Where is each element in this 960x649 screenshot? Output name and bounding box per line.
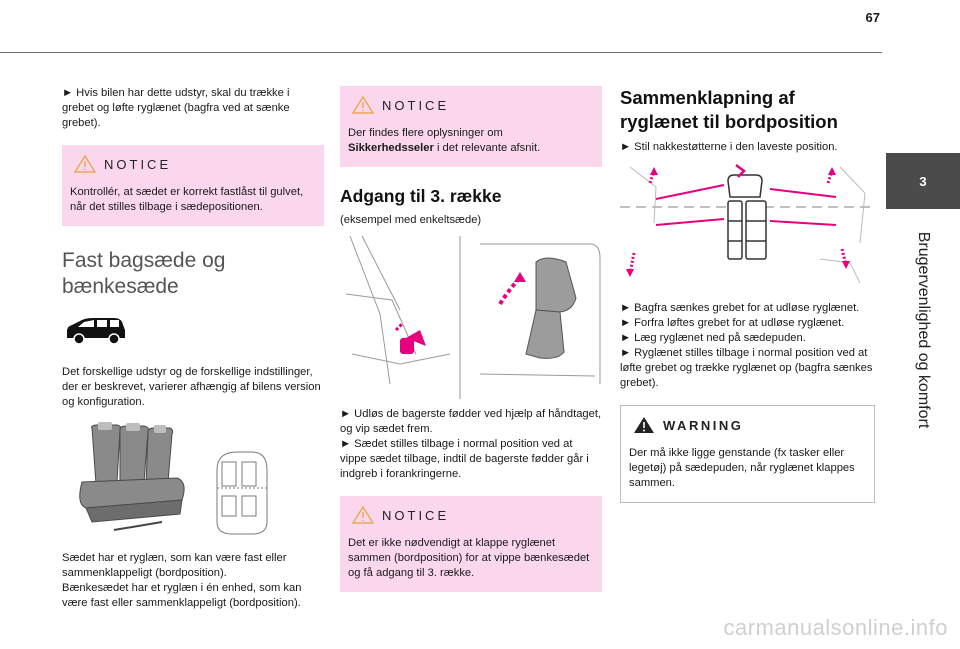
warning-label: WARNING	[663, 417, 744, 433]
step-release-feet: ► Udløs de bagerste fødder ved hjælp af …	[340, 408, 602, 435]
notice-triangle-icon	[74, 155, 96, 173]
step-headrests: ► Stil nakkestøtterne i den laveste posi…	[620, 141, 838, 153]
watermark: carmanualsonline.info	[723, 615, 948, 640]
column-3: Sammenklapning af ryglænet til bordposit…	[620, 86, 875, 503]
section-heading: Fast bagsæde og bænkesæde	[62, 248, 324, 300]
bench-seat-illustration	[79, 422, 268, 535]
chapter-tab[interactable]: 3	[886, 153, 960, 209]
notice-label: NOTICE	[382, 507, 450, 523]
notice-box: NOTICE Kontrollér, at sædet er korrekt f…	[62, 145, 324, 226]
warning-text: Der må ikke ligge genstande (fx tasker e…	[629, 447, 855, 489]
subheading: (eksempel med enkeltsæde)	[340, 214, 482, 226]
caption-seat: Sædet har et ryglæn, som kan være fast e…	[62, 552, 287, 579]
mpv-car-icon	[67, 318, 125, 345]
notice-text: Kontrollér, at sædet er korrekt fastlåst…	[70, 186, 304, 213]
column-2: NOTICE Der findes flere oplysninger om S…	[340, 86, 602, 592]
notice-label: NOTICE	[104, 156, 172, 172]
section-heading: Adgang til 3. række	[340, 186, 502, 206]
step-rear-lower-lever: ► Bagfra sænkes grebet for at udløse ryg…	[620, 302, 860, 314]
notice-text-post: i det relevante afsnit.	[433, 142, 541, 154]
intro-step: ► Hvis bilen har dette udstyr, skal du t…	[62, 87, 290, 129]
column-1: ► Hvis bilen har dette udstyr, skal du t…	[62, 86, 324, 611]
step-return-seat: ► Sædet stilles tilbage i normal positio…	[340, 438, 589, 480]
body-text: Det forskellige udstyr og de forskellige…	[62, 366, 321, 408]
notice-triangle-icon	[352, 506, 374, 524]
notice-text: Det er ikke nødvendigt at klappe ryglæne…	[348, 537, 590, 579]
notice-triangle-icon	[352, 96, 374, 114]
step-front-raise-lever: ► Forfra løftes grebet for at udløse ryg…	[620, 317, 845, 329]
third-row-access-illustration	[345, 235, 601, 399]
notice-box-seatbelts: NOTICE Der findes flere oplysninger om S…	[340, 86, 602, 167]
section-heading-line-1: Sammenklapning af	[620, 87, 795, 108]
step-fold-backrest: ► Læg ryglænet ned på sædepuden.	[620, 332, 806, 344]
chapter-number: 3	[919, 173, 927, 189]
page-number: 67	[865, 10, 880, 25]
chapter-title: Brugervenlighed og komfort	[915, 231, 932, 429]
section-heading-line-2: bænkesæde	[62, 275, 179, 298]
notice-box-bench: NOTICE Det er ikke nødvendigt at klappe …	[340, 496, 602, 592]
header-rule	[0, 52, 882, 53]
notice-label: NOTICE	[382, 97, 450, 113]
notice-text-pre: Der findes flere oplysninger om	[348, 127, 503, 139]
table-position-illustration	[620, 164, 875, 284]
warning-box: WARNING Der må ikke ligge genstande (fx …	[620, 405, 875, 503]
section-heading-line-2: ryglænet til bordposition	[620, 111, 838, 132]
seatbelts-link-text: Sikkerhedsseler	[348, 142, 434, 154]
notice-text: Der findes flere oplysninger om Sikkerhe…	[348, 126, 594, 156]
section-heading-line-1: Fast bagsæde og	[62, 249, 226, 272]
warning-triangle-icon	[634, 417, 654, 433]
caption-bench: Bænkesædet har et ryglæn i én enhed, som…	[62, 582, 302, 609]
section-heading: Sammenklapning af ryglænet til bordposit…	[620, 86, 875, 134]
step-return-backrest: ► Ryglænet stilles tilbage i normal posi…	[620, 347, 873, 389]
